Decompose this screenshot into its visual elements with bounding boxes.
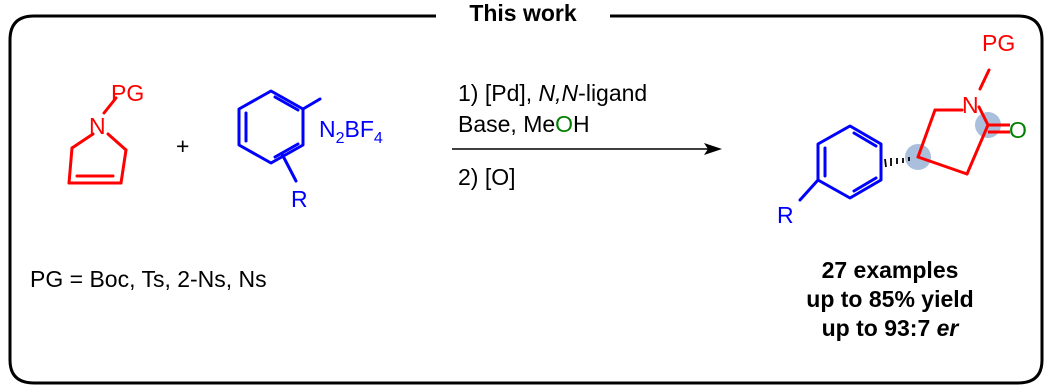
- frame-border: [8, 14, 1044, 385]
- plus-sign: +: [176, 133, 189, 159]
- diazonium-group: N2BF4: [319, 116, 383, 147]
- product-protecting-group: PG: [982, 30, 1015, 56]
- header-title: This work: [469, 0, 577, 26]
- ring-bond: [106, 132, 128, 152]
- ring-bond: [67, 146, 74, 185]
- benzene-ring: [237, 89, 305, 165]
- result-summary: 27 examples up to 85% yield up to 93:7 e…: [755, 256, 1025, 343]
- aromatic-inner-bond: [852, 131, 878, 148]
- diazonium-substituent: R: [291, 186, 308, 212]
- aromatic-inner-bond: [852, 176, 878, 193]
- hashed-wedge-bond: [884, 157, 910, 168]
- pyrroline-reactant: [67, 96, 128, 185]
- examples-count: 27 examples: [821, 257, 959, 283]
- aromatic-inner-bond: [273, 142, 300, 159]
- condition-step1: 1) [Pd], N,N-ligand: [458, 80, 647, 106]
- product-substituent: R: [777, 202, 794, 228]
- ring-bond: [916, 108, 937, 159]
- ring-bond: [977, 105, 990, 127]
- aryl-diazonium-reactant: [237, 89, 322, 183]
- n-pg-bond: [102, 96, 118, 115]
- condition-base-solvent: Base, MeOH: [458, 111, 590, 137]
- carbonyl-oxygen: O: [1009, 117, 1027, 143]
- ring-bond: [119, 148, 128, 185]
- yield-range: up to 85% yield: [806, 286, 974, 312]
- ring-bond: [916, 155, 969, 176]
- benzene-ring: [816, 124, 883, 200]
- pyrrolidinone-ring: [916, 68, 991, 176]
- reaction-arrow-head: [704, 143, 722, 155]
- ring-bond: [965, 123, 990, 176]
- product-nitrogen: N: [962, 92, 979, 118]
- n-pg-bond: [978, 68, 991, 91]
- er-range: up to 93:7 er: [821, 315, 959, 341]
- r-substituent-bond: [798, 178, 820, 202]
- condition-step2: 2) [O]: [458, 164, 516, 190]
- aromatic-inner-bond: [273, 95, 300, 112]
- pyrroline-nitrogen: N: [89, 113, 106, 139]
- ring-bond: [70, 132, 95, 150]
- pyrroline-protecting-group: PG: [111, 80, 144, 106]
- c-n-bond: [301, 97, 322, 111]
- r-substituent-bond: [280, 152, 298, 183]
- protecting-group-list: PG = Boc, Ts, 2-Ns, Ns: [30, 266, 267, 292]
- product-aryl-ring: [798, 124, 883, 202]
